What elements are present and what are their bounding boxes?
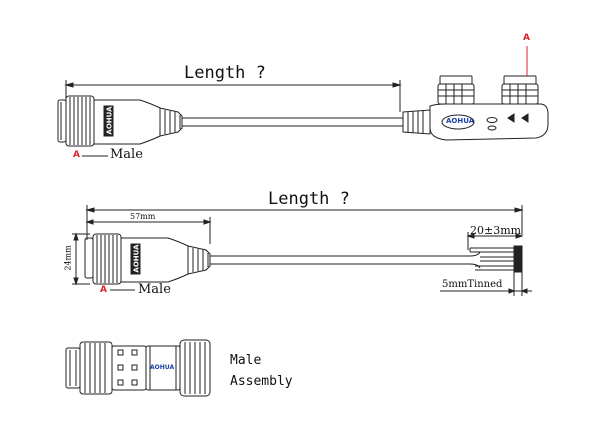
assembly-label-line2: Assembly: [230, 374, 293, 389]
top-male-plug: [57, 95, 183, 147]
t-splitter: [402, 46, 549, 141]
dim-5mm-line: [440, 272, 532, 296]
dim-24mm-line: [72, 232, 90, 286]
mid-male-label: Male: [138, 282, 171, 297]
dim-24mm-label: 24mm: [63, 245, 73, 271]
top-male-label: Male: [110, 147, 143, 162]
right-marker-a-label: A: [523, 33, 530, 43]
top-length-label: Length ?: [184, 63, 266, 83]
tinned-label: 5mmTinned: [442, 279, 503, 290]
top-length-dimension: [64, 80, 402, 112]
dim-20mm-line: [466, 232, 524, 250]
mid-cable: [210, 251, 481, 269]
tinned-leads: [469, 245, 523, 273]
mid-plug-brand-text: AOHUA: [132, 244, 141, 273]
splitter-brand-logo: AOHUA: [446, 117, 475, 125]
dim-20mm-label: 20±3mm: [470, 224, 522, 237]
male-assembly-parts: [65, 339, 211, 397]
dim-57mm-label: 57mm: [130, 212, 156, 221]
mid-marker-a-label: A: [100, 285, 107, 295]
assembly-brand-logo: AOHUA: [150, 364, 175, 371]
middle-cable-assembly: [72, 205, 532, 296]
dim-57mm-line: [85, 217, 212, 244]
mid-length-label: Length ?: [268, 189, 350, 209]
top-cable: [182, 117, 403, 127]
mid-male-plug: [84, 233, 211, 285]
top-plug-brand-text: AOHUA: [105, 106, 114, 135]
assembly-label-line1: Male: [230, 353, 262, 368]
top-marker-a-label: A: [73, 150, 80, 160]
top-cable-assembly: [57, 46, 549, 157]
